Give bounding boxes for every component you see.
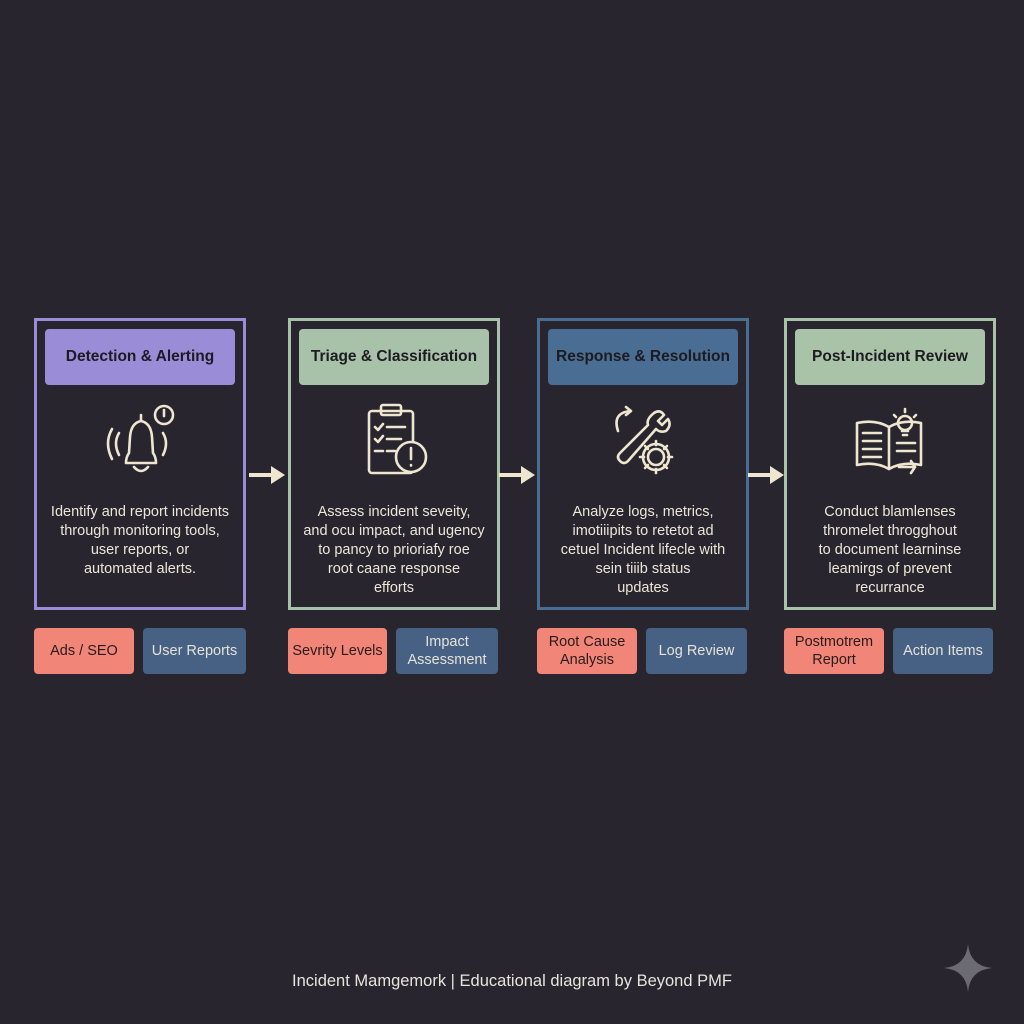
wrench-gear-icon: [540, 401, 746, 483]
stage-card-response: Response & Resolution Analyze logs, metr…: [537, 318, 749, 610]
tag-severity-levels: Sevrity Levels: [288, 628, 387, 674]
stage-title: Detection & Alerting: [45, 329, 235, 385]
arrow-right-icon: [249, 466, 285, 484]
tag-action-items: Action Items: [893, 628, 993, 674]
sparkle-icon: [944, 944, 992, 992]
stage-title: Response & Resolution: [548, 329, 738, 385]
tag-log-review: Log Review: [646, 628, 747, 674]
bell-icon: [37, 401, 243, 483]
book-lightbulb-icon: [787, 401, 993, 483]
tag-impact-assessment: Impact Assessment: [396, 628, 498, 674]
stage-card-review: Post-Incident Review Conduct blamlenses …: [784, 318, 996, 610]
stage-description: Identify and report incidents through mo…: [50, 504, 230, 577]
stage-description: Assess incident seveity, and ocu impact,…: [303, 504, 485, 596]
clipboard-alert-icon: [291, 401, 497, 483]
tag-user-reports: User Reports: [143, 628, 246, 674]
arrow-right-icon: [499, 466, 535, 484]
footer-caption: Incident Mamgemork | Educational diagram…: [292, 972, 732, 990]
stage-title: Triage & Classification: [299, 329, 489, 385]
stage-description: Conduct blamlenses thromelet throgghout …: [818, 504, 962, 596]
tag-ads-seo: Ads / SEO: [34, 628, 134, 674]
tag-postmortem-report: Postmotrem Report: [784, 628, 884, 674]
stage-title: Post-Incident Review: [795, 329, 985, 385]
arrow-right-icon: [748, 466, 784, 484]
tag-root-cause-analysis: Root Cause Analysis: [537, 628, 637, 674]
stage-card-triage: Triage & Classification Assess incident …: [288, 318, 500, 610]
stage-card-detection: Detection & Alerting Identify and report…: [34, 318, 246, 610]
stage-description: Analyze logs, metrics, imotiiipits to re…: [560, 504, 726, 596]
